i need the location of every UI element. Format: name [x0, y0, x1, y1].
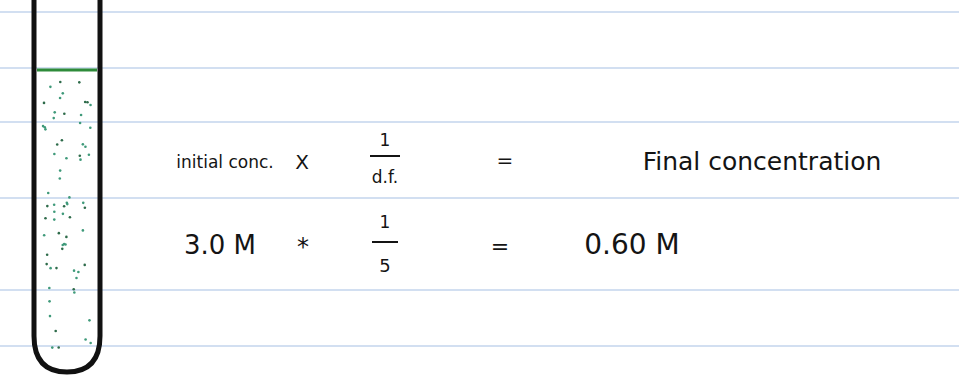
fraction-bar — [370, 155, 400, 157]
numerator: 1 — [378, 213, 393, 232]
particle-dot — [84, 206, 87, 209]
particle-dot — [51, 346, 54, 349]
particle-dot — [59, 97, 62, 100]
particle-dot — [53, 203, 56, 206]
particle-dot — [49, 267, 52, 270]
ruled-lines — [0, 12, 959, 346]
particle-dot — [59, 81, 62, 84]
particle-dot — [80, 114, 83, 117]
particle-dot — [59, 169, 62, 172]
ruled-line — [0, 121, 959, 123]
particle-dot — [53, 111, 56, 114]
ruled-line — [0, 11, 959, 13]
result-label: Final concentration — [641, 148, 884, 176]
particle-dot — [54, 330, 57, 333]
operator: = — [489, 235, 511, 259]
particle-dot — [44, 217, 47, 220]
particle-dot — [65, 201, 68, 204]
value: 3.0 M — [182, 231, 258, 260]
particle-dot — [61, 92, 64, 95]
operator: * — [295, 234, 311, 260]
particle-dot — [59, 177, 62, 180]
particle-dot — [53, 153, 56, 156]
particle-dot — [46, 253, 49, 256]
solute-particles — [42, 81, 92, 349]
particle-dot — [45, 263, 48, 266]
particle-dot — [78, 81, 81, 84]
particle-dot — [61, 248, 64, 251]
particle-dot — [68, 196, 71, 199]
particle-dot — [47, 192, 50, 195]
particle-dot — [65, 157, 68, 160]
test-tube — [34, 0, 100, 372]
particle-dot — [55, 267, 58, 270]
particle-dot — [82, 143, 85, 146]
operator: X — [293, 151, 311, 173]
particle-dot — [56, 143, 59, 146]
denominator: d.f. — [370, 168, 400, 187]
particle-dot — [73, 269, 76, 272]
particle-dot — [57, 346, 60, 349]
particle-dot — [89, 126, 92, 129]
particle-dot — [89, 342, 92, 345]
operator: = — [495, 149, 516, 171]
ruled-line — [0, 67, 959, 69]
particle-dot — [88, 153, 91, 156]
particle-dot — [53, 210, 56, 213]
ruled-line — [0, 345, 959, 347]
numerator: 1 — [378, 131, 393, 150]
particle-dot — [61, 139, 64, 142]
particle-dot — [64, 243, 67, 246]
particle-dot — [75, 277, 78, 280]
particle-dot — [82, 229, 85, 232]
particle-dot — [58, 232, 61, 235]
particle-dot — [79, 158, 82, 161]
particle-dot — [48, 300, 51, 303]
particle-dot — [79, 122, 82, 125]
particle-dot — [89, 104, 92, 107]
particle-dot — [53, 218, 56, 221]
fraction-bar — [372, 241, 398, 243]
ruled-line — [0, 289, 959, 291]
particle-dot — [82, 202, 85, 205]
particle-dot — [62, 213, 65, 216]
particle-dot — [73, 291, 76, 294]
particle-dot — [63, 205, 66, 208]
term-label: initial conc. — [174, 153, 275, 172]
particle-dot — [84, 146, 87, 149]
liquid-level — [37, 69, 97, 72]
ruled-line — [0, 197, 959, 199]
particle-dot — [49, 315, 52, 318]
particle-dot — [43, 102, 46, 105]
particle-dot — [86, 101, 89, 104]
particle-dot — [84, 101, 87, 104]
particle-dot — [69, 216, 72, 219]
particle-dot — [77, 271, 80, 274]
particle-dot — [42, 125, 45, 128]
particle-dot — [52, 117, 55, 120]
particle-dot — [88, 319, 91, 322]
particle-dot — [43, 234, 46, 237]
particle-dot — [49, 86, 52, 89]
particle-dot — [63, 113, 66, 116]
particle-dot — [46, 205, 49, 208]
particle-dot — [48, 287, 51, 290]
particle-dot — [65, 236, 68, 239]
value: 0.60 M — [582, 230, 681, 261]
denominator: 5 — [377, 256, 392, 276]
particle-dot — [78, 154, 81, 157]
particle-dot — [72, 288, 75, 291]
particle-dot — [84, 338, 87, 341]
particle-dot — [83, 264, 86, 267]
